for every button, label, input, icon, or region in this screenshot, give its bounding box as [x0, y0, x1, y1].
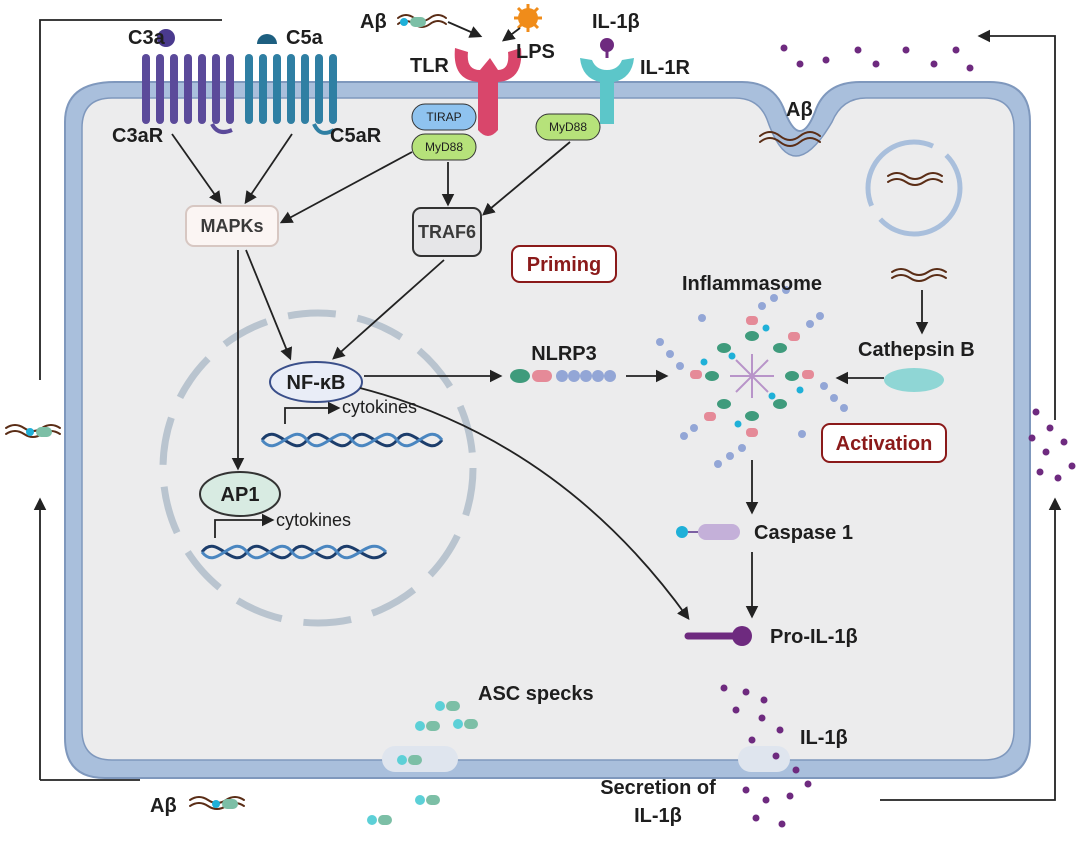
feedback-loop	[33, 19, 1062, 801]
labels: C3a C5a C3aR C5aR Aβ LPS TLR IL-1β IL-1R…	[112, 11, 975, 827]
cytokines-label-lower: cytokines	[276, 510, 351, 530]
tirap-label: TIRAP	[426, 110, 461, 124]
nucleus	[159, 309, 477, 627]
pathway-arrows	[171, 133, 929, 621]
nfkb-oval	[269, 361, 363, 403]
lps-to-tlr-arrow	[501, 27, 521, 42]
nlrp3-label: NLRP3	[531, 343, 597, 365]
priming-box	[511, 245, 617, 283]
c3a-label: C3a	[128, 27, 166, 49]
abeta-bottom-label: Aβ	[150, 795, 177, 817]
tirap-pill	[411, 103, 477, 131]
mapks-box	[185, 205, 279, 247]
il1b-top-label: IL-1β	[592, 11, 640, 33]
c3ar-receptor	[142, 54, 234, 134]
myd88-label-il1r: MyD88	[549, 120, 587, 134]
tlr-label: TLR	[410, 55, 449, 77]
priming-label: Priming	[527, 254, 601, 276]
cytokines-label-upper: cytokines	[342, 397, 417, 417]
inflammasome-label: Inflammasome	[682, 273, 822, 295]
cathepsin-b-label: Cathepsin B	[858, 339, 975, 361]
nfkb-label: NF-κB	[287, 372, 346, 394]
tlr-receptor	[454, 48, 522, 136]
c5a-ligand	[257, 34, 277, 44]
endocytic-vesicle	[865, 139, 963, 237]
lps-label: LPS	[516, 41, 555, 63]
mapks-label: MAPKs	[200, 216, 263, 236]
caspase-1-protein	[676, 524, 740, 540]
traf6-box	[412, 207, 482, 257]
secretion-label-line2: IL-1β	[634, 805, 682, 827]
c3ar-label: C3aR	[112, 125, 164, 147]
activation-box	[821, 423, 947, 463]
abeta-top-label: Aβ	[360, 11, 387, 33]
pro-il1b-label: Pro-IL-1β	[770, 626, 858, 648]
c5ar-label: C5aR	[330, 125, 382, 147]
pro-il1b-protein	[684, 626, 752, 646]
c5a-label: C5a	[286, 27, 324, 49]
il1r-label: IL-1R	[640, 57, 691, 79]
loop-left-up-arrow	[39, 19, 222, 380]
il1b-ligand	[600, 38, 614, 52]
myd88-label-tlr: MyD88	[425, 140, 463, 154]
transcription-arrow-lower	[214, 513, 275, 538]
il1b-secreted-label: IL-1β	[800, 727, 848, 749]
secretion-label-line1: Secretion of	[600, 777, 716, 799]
loop-right-top-arrow	[977, 29, 1056, 420]
c3a-ligand	[157, 29, 175, 47]
abeta-fibrils	[5, 14, 947, 810]
c5ar-receptor	[245, 54, 337, 135]
myd88-pill-il1r	[535, 113, 601, 141]
abeta-pocket-label: Aβ	[786, 99, 813, 121]
il1b-dots	[720, 44, 1076, 828]
asc-specks	[367, 701, 478, 825]
lps-molecule	[514, 4, 542, 32]
asc-specks-label: ASC specks	[478, 683, 594, 705]
ap1-label: AP1	[221, 484, 260, 506]
ap1-oval	[199, 471, 281, 517]
secretion-pore-right	[738, 746, 790, 772]
nlrp3-protein	[510, 369, 616, 383]
dna-helix-upper	[260, 432, 444, 448]
activation-label: Activation	[836, 433, 933, 455]
abeta-to-tlr-arrow	[447, 21, 483, 38]
traf6-label: TRAF6	[418, 222, 476, 242]
dna-helix-lower	[200, 544, 388, 560]
transcription-arrow-upper	[284, 401, 341, 424]
cathepsin-b-protein	[884, 368, 944, 392]
caspase-1-label: Caspase 1	[754, 522, 853, 544]
cell	[64, 81, 1031, 779]
cell-cytoplasm	[81, 97, 1015, 761]
inflammasome-complex	[656, 286, 848, 468]
il1r-receptor	[580, 58, 634, 124]
loop-right-up-arrow	[880, 497, 1062, 801]
myd88-pill-tlr	[411, 133, 477, 161]
